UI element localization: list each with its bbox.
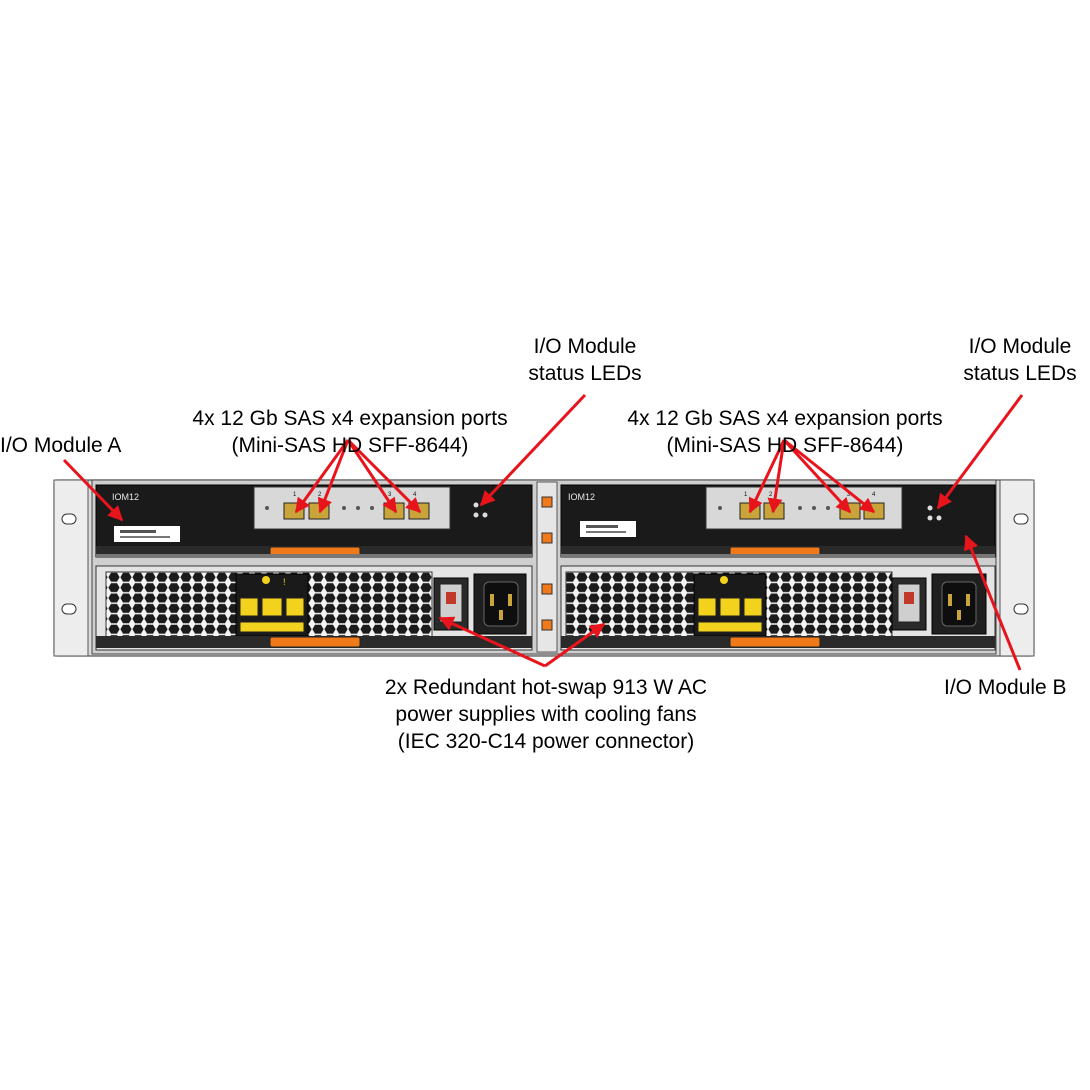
callout-module-b-text: I/O Module B: [944, 676, 1067, 699]
arrow-psu: [438, 616, 546, 668]
callout-module-a-text: I/O Module A: [0, 434, 122, 457]
callout-ports-right: 4x 12 Gb SAS x4 expansion ports (Mini-SA…: [585, 405, 985, 459]
arrow-module-b: [964, 534, 1022, 671]
callout-status-leds-right: I/O Module status LEDs: [950, 333, 1090, 387]
callout-status-leds-left-line1: I/O Module: [533, 335, 637, 358]
status-led: [927, 515, 933, 521]
io-module-a: IOM12 1 2 3 4: [95, 484, 533, 558]
callout-status-leds-right-line2: status LEDs: [963, 362, 1077, 385]
io-module-b: IOM12 1 2 3 4: [560, 484, 996, 558]
callout-ports-right-line1: 4x 12 Gb SAS x4 expansion ports: [627, 407, 943, 430]
port-number: 4: [872, 492, 876, 498]
callout-psu-line2: power supplies with cooling fans: [395, 703, 697, 726]
callout-ports-left: 4x 12 Gb SAS x4 expansion ports (Mini-SA…: [150, 405, 550, 459]
status-led: [473, 512, 479, 518]
callout-module-a: I/O Module A: [0, 432, 121, 459]
arrow-psu: [544, 622, 606, 668]
callout-status-leds-left: I/O Module status LEDs: [505, 333, 665, 387]
arrow-port: [783, 438, 876, 514]
arrow-port: [748, 439, 786, 514]
port-number: 1: [744, 492, 748, 498]
port-number: 1: [293, 492, 297, 498]
power-supply-b: [560, 565, 996, 651]
status-led: [927, 505, 933, 511]
arrow-module-a: [62, 458, 124, 522]
arrow-status-leds-a: [479, 393, 587, 507]
callout-status-leds-left-line2: status LEDs: [528, 362, 642, 385]
callout-psu: 2x Redundant hot-swap 913 W AC power sup…: [330, 674, 762, 755]
callout-ports-right-line2: (Mini-SAS HD SFF-8644): [666, 434, 904, 457]
psu-latch-a[interactable]: [269, 636, 361, 648]
svg-text:!: !: [283, 577, 286, 587]
port-number: 3: [847, 492, 851, 498]
rack-ear-left: [53, 479, 89, 657]
callout-ports-left-line2: (Mini-SAS HD SFF-8644): [231, 434, 469, 457]
status-led: [473, 502, 479, 508]
arrow-port: [782, 438, 852, 514]
port-number: 2: [318, 492, 322, 498]
power-supply-a: !: [95, 565, 533, 651]
callout-ports-left-line1: 4x 12 Gb SAS x4 expansion ports: [192, 407, 508, 430]
arrow-port: [346, 439, 398, 514]
arrow-port: [294, 439, 350, 514]
port-number: 3: [388, 492, 392, 498]
port-number: 4: [413, 492, 417, 498]
module-label-b: IOM12: [568, 492, 595, 502]
callout-status-leds-right-line1: I/O Module: [968, 335, 1072, 358]
module-label-a: IOM12: [112, 492, 139, 502]
arrow-status-leds-b: [936, 394, 1024, 510]
rack-ear-right: [999, 479, 1035, 657]
status-led: [482, 512, 488, 518]
port-number: 2: [769, 492, 773, 498]
callout-module-b: I/O Module B: [944, 674, 1090, 701]
callout-psu-line1: 2x Redundant hot-swap 913 W AC: [384, 676, 708, 699]
psu-latch-b[interactable]: [729, 636, 821, 648]
status-led: [936, 515, 942, 521]
arrow-port: [767, 439, 786, 514]
callout-psu-line3: (IEC 320-C14 power connector): [397, 730, 695, 753]
arrow-port: [346, 438, 422, 514]
arrow-port: [317, 439, 350, 514]
callout-arrows: [62, 393, 1024, 671]
